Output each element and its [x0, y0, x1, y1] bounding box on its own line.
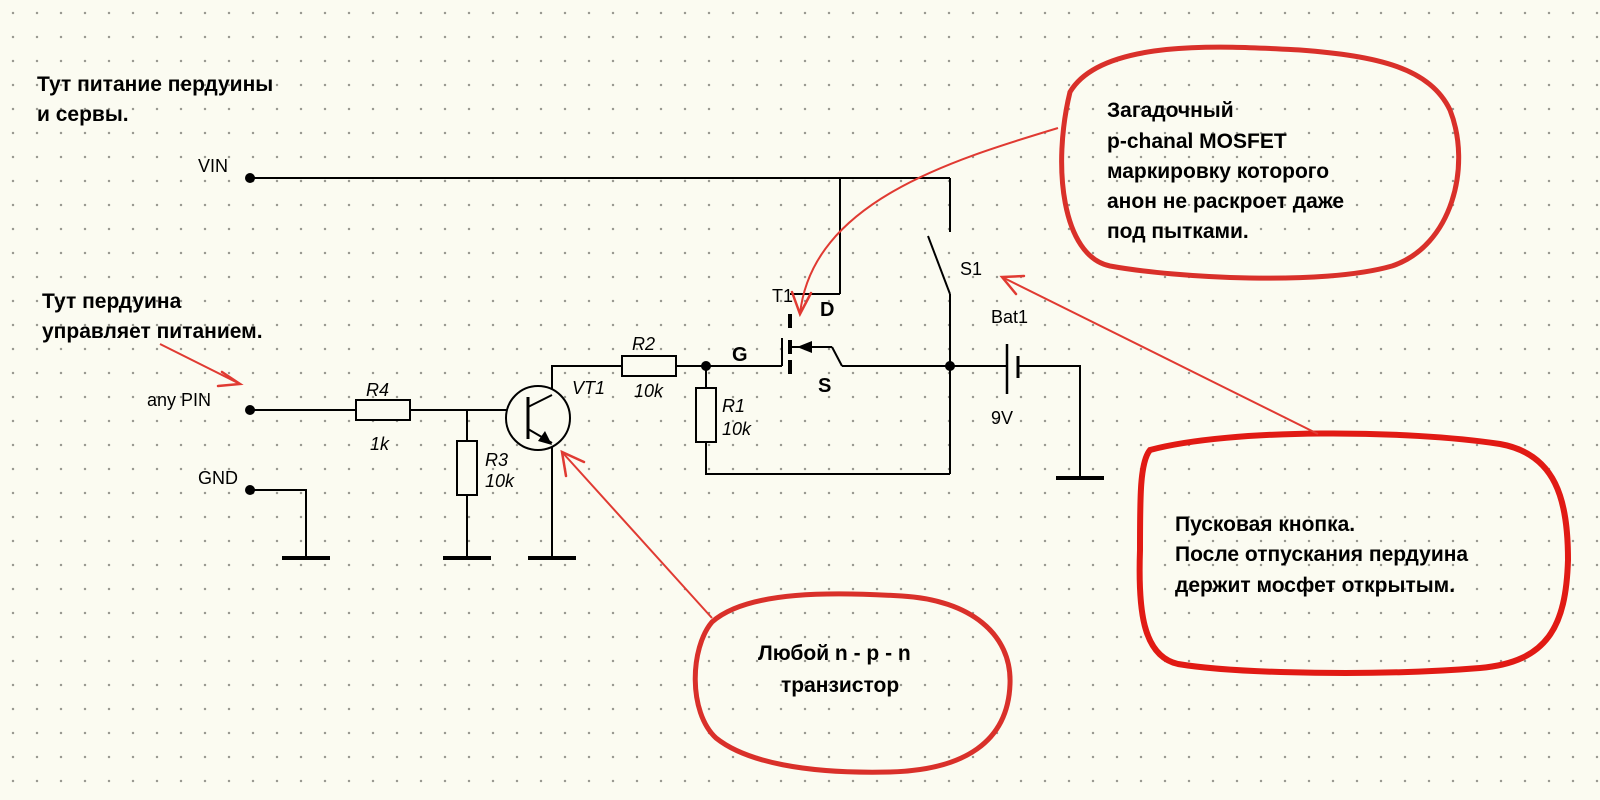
bat1-ref: Bat1 [991, 307, 1028, 327]
button-note-line3: держит мосфет открытым. [1175, 574, 1455, 597]
transistor-note-bubble [692, 591, 1013, 775]
button-note-line2: После отпускания пердуина [1175, 543, 1468, 566]
resistor-r1 [695, 387, 717, 443]
mosfet-note-line1: Загадочный [1107, 99, 1234, 122]
control-note-arrow [159, 343, 244, 388]
control-note-line1: Тут пердуина [42, 290, 182, 313]
power-note-line2: и сервы. [37, 103, 129, 126]
button-note-line1: Пусковая кнопка. [1175, 513, 1355, 536]
gnd-label: GND [198, 468, 238, 488]
resistor-r3 [456, 440, 478, 496]
r4-value: 1k [370, 434, 390, 454]
button-note-bubble [1136, 430, 1572, 676]
power-note-line1: Тут питание пердуины [37, 73, 273, 96]
vin-label: VIN [198, 156, 228, 176]
t1-drain-label: D [820, 299, 834, 321]
mosfet-note-arrow [790, 127, 1059, 318]
r2-ref: R2 [632, 334, 655, 354]
mosfet-note-line2: p-chanal MOSFET [1107, 130, 1287, 153]
junction-gate [701, 361, 711, 371]
t1-ref: T1 [772, 286, 793, 306]
transistor-note-arrow [560, 449, 713, 619]
mosfet-note-bubble [1059, 44, 1462, 281]
battery-bat1 [1005, 344, 1020, 394]
switch-s1 [927, 235, 951, 295]
button-note-arrow [999, 274, 1319, 435]
resistor-r4 [355, 399, 411, 421]
transistor-note-line2: транзистор [781, 674, 899, 697]
r3-value: 10k [485, 471, 515, 491]
r1-ref: R1 [722, 396, 745, 416]
mosfet-note-line4: анон не раскроет даже [1107, 190, 1344, 213]
bat1-value: 9V [991, 408, 1013, 428]
mosfet-t1 [781, 314, 818, 374]
r1-value: 10k [722, 419, 752, 439]
wires [250, 177, 1081, 558]
transistor-vt1 [505, 385, 571, 451]
vt1-ref: VT1 [572, 378, 605, 398]
s1-ref: S1 [960, 259, 982, 279]
r2-value: 10k [634, 381, 664, 401]
t1-gate-label: G [732, 344, 748, 366]
junction-source [945, 361, 955, 371]
mosfet-note-line3: маркировку которого [1107, 160, 1329, 183]
transistor-note-line1: Любой n - p - n [758, 642, 911, 665]
resistor-r2 [621, 355, 677, 377]
r4-ref: R4 [366, 380, 389, 400]
mosfet-note-line5: под пытками. [1107, 220, 1249, 243]
t1-source-label: S [818, 375, 831, 397]
any-pin-label: any PIN [147, 390, 211, 410]
control-note-line2: управляет питанием. [42, 320, 263, 343]
r3-ref: R3 [485, 450, 508, 470]
